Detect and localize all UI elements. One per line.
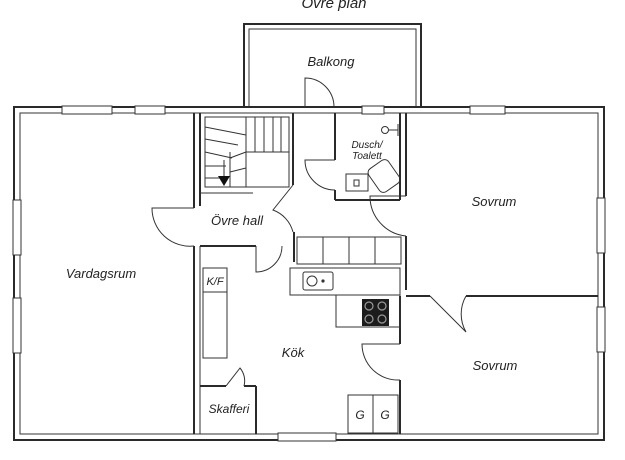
room-ovre-hall: Övre hall xyxy=(211,213,264,228)
cabinet-g2 xyxy=(372,394,399,434)
window-living-2 xyxy=(12,297,22,354)
window-top-left-2 xyxy=(134,105,166,115)
door-bedroom-bottom xyxy=(361,343,401,381)
door-kitchen xyxy=(255,245,283,273)
room-skafferi: Skafferi xyxy=(209,402,250,416)
balcony xyxy=(243,23,422,107)
plan-title: Övre plan xyxy=(301,0,366,12)
room-vardagsrum: Vardagsrum xyxy=(66,266,136,281)
window-bedroom-1 xyxy=(596,197,606,254)
label-kf: K/F xyxy=(206,276,224,288)
door-living-room xyxy=(151,207,195,247)
room-dusch-line1: Dusch/ xyxy=(351,140,383,151)
window-bedroom-top xyxy=(469,105,506,115)
staircase xyxy=(204,116,290,188)
room-sovrum-bottom: Sovrum xyxy=(473,358,518,373)
window-bedroom-2 xyxy=(596,306,606,353)
toilet-icon xyxy=(367,159,401,193)
window-kitchen xyxy=(277,432,337,442)
windows xyxy=(12,105,606,442)
interior-walls xyxy=(193,113,598,434)
kitchen-sink-icon xyxy=(302,271,334,291)
room-dusch-line2: Toalett xyxy=(352,151,383,162)
door-bathroom xyxy=(304,159,336,191)
door-hall xyxy=(272,184,294,233)
room-kok: Kök xyxy=(282,345,306,360)
doors xyxy=(151,77,467,387)
door-balcony xyxy=(304,77,335,108)
door-bedroom-connect xyxy=(429,295,467,333)
bathroom-fixtures xyxy=(345,124,401,193)
stair-arrow-icon xyxy=(218,176,230,186)
label-g2: G xyxy=(380,408,389,422)
window-top-left xyxy=(61,105,113,115)
label-g1: G xyxy=(355,408,364,422)
room-sovrum-top: Sovrum xyxy=(472,194,517,209)
sink-icon xyxy=(345,173,369,192)
door-bedroom-top xyxy=(369,195,407,237)
window-bathroom xyxy=(361,105,385,115)
shower-icon xyxy=(381,126,389,134)
hall-wardrobes xyxy=(296,236,402,265)
window-living-1 xyxy=(12,199,22,256)
kitchen-fixtures xyxy=(202,267,401,434)
room-balkong: Balkong xyxy=(308,54,356,69)
stove-icon xyxy=(362,299,389,326)
door-pantry xyxy=(225,367,246,387)
